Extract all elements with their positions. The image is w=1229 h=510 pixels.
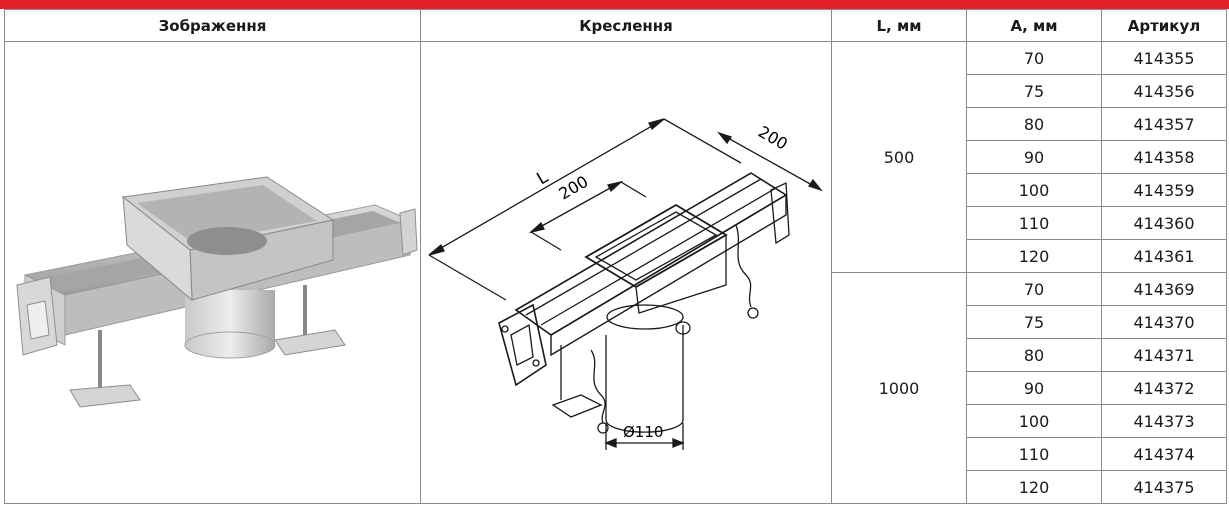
table-row: 75 414356: [5, 74, 1227, 108]
header-drawing: Креслення: [420, 9, 832, 42]
a-cell: 90: [966, 140, 1102, 174]
top-red-bar: [0, 0, 1229, 9]
drawing-cell: L 200 200 Ø110: [420, 41, 832, 504]
a-cell: 80: [966, 107, 1102, 141]
article-cell: 414358: [1101, 140, 1227, 174]
table-row: 120 414375: [5, 470, 1227, 504]
length-cell: 1000: [831, 272, 967, 504]
a-cell: 75: [966, 305, 1102, 339]
product-table: Зображення Креслення L, мм А, мм Артикул: [4, 9, 1227, 504]
length-cell: 500: [831, 41, 967, 273]
a-cell: 100: [966, 404, 1102, 438]
table-row: 110 414374: [5, 437, 1227, 471]
article-cell: 414357: [1101, 107, 1227, 141]
table-row: 120 414361: [5, 239, 1227, 273]
label-diameter: Ø110: [623, 423, 663, 441]
label-200-left: 200: [556, 172, 592, 204]
a-cell: 120: [966, 470, 1102, 504]
a-cell: 120: [966, 239, 1102, 273]
header-image: Зображення: [4, 9, 421, 42]
technical-drawing: L 200 200 Ø110: [428, 118, 823, 450]
product-photo-cell: [4, 41, 421, 504]
a-cell: 90: [966, 371, 1102, 405]
a-cell: 110: [966, 437, 1102, 471]
table-row: 80 414371: [5, 338, 1227, 372]
table-row: L 200 200 Ø110 500 70 414355: [4, 41, 1227, 504]
header-length: L, мм: [831, 9, 967, 42]
article-cell: 414370: [1101, 305, 1227, 339]
article-cell: 414371: [1101, 338, 1227, 372]
label-200-right: 200: [755, 122, 791, 154]
article-cell: 414359: [1101, 173, 1227, 207]
article-cell: 414369: [1101, 272, 1227, 306]
a-cell: 100: [966, 173, 1102, 207]
table-row: 110 414360: [5, 206, 1227, 240]
article-cell: 414373: [1101, 404, 1227, 438]
table-row: 100 414359: [5, 173, 1227, 207]
table-row: 100 414373: [5, 404, 1227, 438]
article-cell: 414355: [1101, 41, 1227, 75]
a-cell: 70: [966, 272, 1102, 306]
article-cell: 414374: [1101, 437, 1227, 471]
a-cell: 75: [966, 74, 1102, 108]
article-cell: 414375: [1101, 470, 1227, 504]
table-row: 80 414357: [5, 107, 1227, 141]
article-cell: 414360: [1101, 206, 1227, 240]
product-photo: [16, 176, 418, 408]
a-cell: 80: [966, 338, 1102, 372]
header-a: А, мм: [966, 9, 1102, 42]
a-cell: 110: [966, 206, 1102, 240]
article-cell: 414356: [1101, 74, 1227, 108]
article-cell: 414361: [1101, 239, 1227, 273]
article-cell: 414372: [1101, 371, 1227, 405]
a-cell: 70: [966, 41, 1102, 75]
header-article: Артикул: [1101, 9, 1227, 42]
header-row: Зображення Креслення L, мм А, мм Артикул: [4, 9, 1227, 42]
table-row: 90 414358: [5, 140, 1227, 174]
table-row: 90 414372: [5, 371, 1227, 405]
